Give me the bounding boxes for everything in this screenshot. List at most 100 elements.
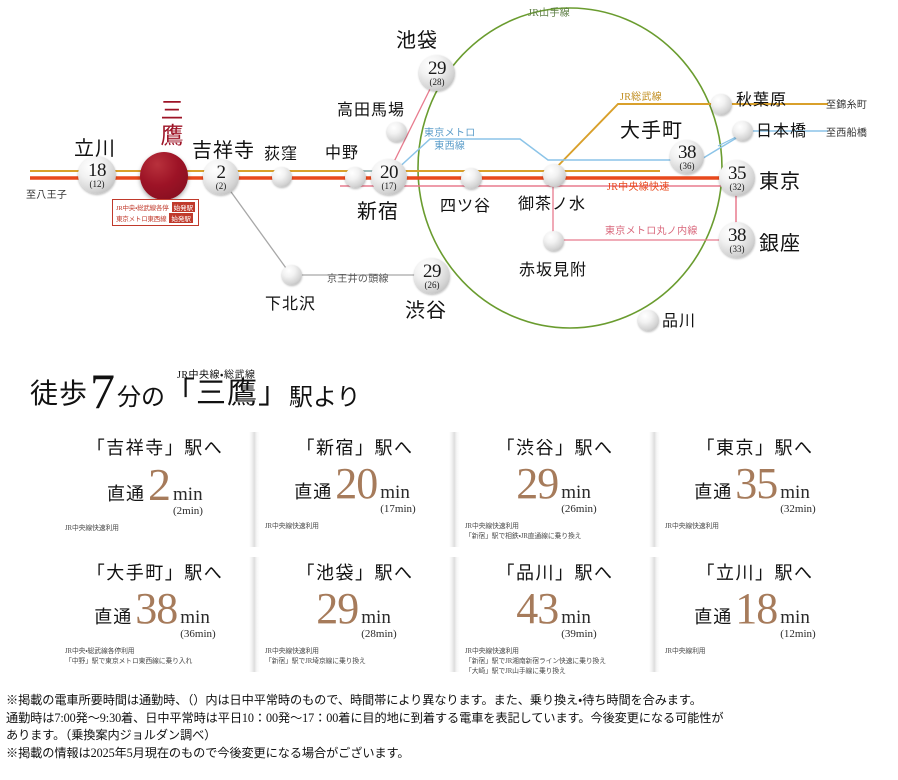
station-label-kichijoji: 吉祥寺	[192, 140, 255, 162]
station-node-shibuya[interactable]: 29 (26)	[414, 258, 450, 294]
card-note: JR中央線快速利用	[465, 523, 519, 530]
station-node-tachikawa[interactable]: 18 (12)	[78, 156, 116, 194]
travel-card-otemachi[interactable]: 「大手町」駅へ 直通 38 min (36min) JR中央・総武線各停利用 「…	[55, 553, 260, 678]
heading-rubi: JR中央線・総武線	[177, 370, 256, 381]
card-notes: JR中央線快速利用	[263, 522, 447, 532]
station-minutes-kichijoji: 2	[216, 162, 227, 183]
disclaimer-text: ※掲載の電車所要時間は通勤時、（）内は日中平常時のもので、時間帯により異なります…	[6, 692, 892, 763]
station-node-shinjuku[interactable]: 20 (17)	[371, 159, 407, 195]
travel-card-shinjuku[interactable]: 「新宿」駅へ 直通 20 min (17min) JR中央線快速利用	[255, 428, 460, 553]
card-note: JR中央線快速利用	[665, 523, 719, 530]
travel-card-shinagawa[interactable]: 「品川」駅へ 43 min (39min) JR中央線快速利用 「新宿」駅でJR…	[455, 553, 660, 678]
card-time-row: 直通 20 min (17min)	[263, 459, 447, 516]
card-destination: 「品川」駅へ	[496, 563, 614, 583]
station-minutes-sub-ikebukuro: (28)	[429, 77, 445, 87]
card-notes: JR中央線快速利用 「新宿」駅でJR湘南新宿ライン快速に乗り換え 「大崎」駅でJ…	[463, 647, 647, 678]
station-node-ikebukuro[interactable]: 29 (28)	[419, 55, 455, 91]
station-node-akasakamitsuke[interactable]	[544, 231, 564, 251]
travel-card-tachikawa[interactable]: 「立川」駅へ 直通 18 min (12min) JR中央線利用	[655, 553, 855, 678]
travel-card-tokyo[interactable]: 「東京」駅へ 直通 35 min (32min) JR中央線快速利用	[655, 428, 855, 553]
card-divider	[449, 432, 460, 547]
line-label-tokyo-metro-tozai: 東京メトロ東西線	[424, 128, 476, 152]
jr-sobu-branch	[552, 103, 828, 172]
card-note: 「大崎」駅でJR山手線に乗り換え	[465, 668, 566, 676]
card-notes: JR中央線快速利用	[663, 522, 847, 532]
station-node-otemachi[interactable]: 38 (36)	[670, 140, 704, 174]
travel-card-ikebukuro[interactable]: 「池袋」駅へ 29 min (28min) JR中央線快速利用 「新宿」駅でJR…	[255, 553, 460, 678]
card-unit: min	[561, 607, 591, 628]
station-minutes-shinjuku: 20	[380, 162, 399, 183]
card-unit-block: min (32min)	[780, 483, 815, 515]
card-time-row: 直通 2 min (2min)	[63, 462, 247, 518]
card-time-row: 直通 18 min (12min)	[663, 587, 847, 641]
heading-station-quoted: 「三鷹」	[165, 377, 290, 410]
station-node-tokyo[interactable]: 35 (32)	[719, 160, 755, 196]
station-label-otemachi: 大手町	[620, 120, 683, 142]
line-label-tokyo-metro-marunouchi: 東京メトロ丸ノ内線	[605, 226, 698, 237]
station-minutes-ikebukuro: 29	[428, 58, 447, 79]
card-unit-block: min (28min)	[361, 608, 396, 640]
heading-line: 徒歩 7 分の 「三鷹」 駅より	[30, 366, 490, 416]
card-paren: (28min)	[361, 628, 397, 640]
station-minutes-sub-shibuya: (26)	[424, 280, 440, 290]
travel-card-kichijoji[interactable]: 「吉祥寺」駅へ 直通 2 min (2min) JR中央線快速利用	[55, 428, 260, 553]
card-notes: JR中央線利用	[663, 647, 847, 657]
station-node-kichijoji[interactable]: 2 (2)	[203, 159, 239, 195]
card-divider	[249, 557, 260, 672]
station-node-shinagawa[interactable]	[638, 310, 659, 331]
station-label-ikebukuro: 池袋	[396, 30, 438, 52]
origin-badge-line-2: 東京メトロ東西線	[116, 216, 167, 223]
heading-walk-prefix: 徒歩	[30, 379, 89, 410]
card-unit: min	[780, 607, 810, 628]
card-notes: JR中央・総武線各停利用 「中野」駅で東京メトロ東西線に乗り入れ	[63, 647, 247, 667]
terminus-label-to-nishifunabashi: 至西船橋	[826, 128, 868, 139]
station-minutes-sub-tachikawa: (12)	[89, 179, 105, 189]
card-note: JR中央線利用	[665, 648, 706, 655]
card-time-row: 29 min (28min)	[263, 587, 447, 641]
card-paren: (12min)	[780, 628, 816, 640]
origin-badge-chip-1: 始発駅	[171, 202, 196, 212]
station-node-akihabara[interactable]	[711, 94, 732, 115]
station-label-ogikubo: 荻窪	[264, 146, 299, 163]
travel-time-grid: 「吉祥寺」駅へ 直通 2 min (2min) JR中央線快速利用 「新宿」駅へ	[55, 428, 855, 678]
station-minutes-shibuya: 29	[423, 261, 442, 282]
card-unit: min	[561, 482, 591, 503]
card-destination: 「大手町」駅へ	[86, 563, 224, 583]
origin-station-badge: JR中央・総武線各停 始発駅 東京メトロ東西線 始発駅	[112, 199, 200, 226]
station-node-nakano[interactable]	[345, 167, 366, 188]
station-label-akasakamitsuke: 赤坂見附	[519, 262, 588, 279]
card-minutes: 20	[335, 459, 378, 508]
card-paren: (36min)	[180, 628, 216, 640]
station-minutes-sub-kichijoji: (2)	[215, 181, 227, 191]
card-paren: (39min)	[561, 628, 597, 640]
station-label-tachikawa: 立川	[74, 138, 116, 160]
station-node-ginza[interactable]: 38 (33)	[719, 222, 755, 258]
walk-time-heading: JR中央線・総武線 徒歩 7 分の 「三鷹」 駅より	[30, 366, 490, 418]
station-label-nakano: 中野	[325, 145, 360, 162]
card-unit-block: min (36min)	[180, 608, 215, 640]
station-node-ochanomizu[interactable]	[543, 164, 566, 187]
station-node-nihombashi[interactable]	[733, 121, 753, 141]
card-notes: JR中央線快速利用 「新宿」駅でJR埼京線に乗り換え	[263, 647, 447, 667]
origin-badge-row: 東京メトロ東西線 始発駅	[116, 213, 195, 223]
station-label-tokyo: 東京	[759, 171, 801, 193]
station-label-shinagawa: 品川	[662, 313, 697, 330]
line-label-keio-inokashira: 京王井の頭線	[327, 274, 389, 285]
card-destination: 「新宿」駅へ	[296, 438, 414, 458]
station-node-shimokitazawa[interactable]	[282, 265, 302, 285]
station-node-takadanobaba[interactable]	[387, 122, 407, 142]
card-destination: 「東京」駅へ	[696, 438, 814, 458]
station-node-ogikubo[interactable]	[272, 167, 292, 187]
card-time-row: 29 min (26min)	[463, 462, 647, 516]
station-minutes-sub-tokyo: (32)	[729, 182, 745, 192]
station-label-shibuya: 渋谷	[405, 300, 447, 322]
station-node-mitaka[interactable]	[140, 152, 188, 200]
card-note: JR中央線快速利用	[465, 648, 519, 655]
origin-badge-chip-2: 始発駅	[169, 213, 193, 223]
card-paren: (17min)	[380, 503, 416, 515]
station-node-yotsuya[interactable]	[461, 168, 482, 189]
card-minutes: 35	[735, 459, 778, 508]
travel-time-cards: 「吉祥寺」駅へ 直通 2 min (2min) JR中央線快速利用 「新宿」駅へ	[55, 428, 855, 678]
card-note: JR中央線快速利用	[265, 523, 319, 530]
travel-card-shibuya[interactable]: 「渋谷」駅へ 29 min (26min) JR中央線快速利用 「新宿」駅で相鉄…	[455, 428, 660, 553]
